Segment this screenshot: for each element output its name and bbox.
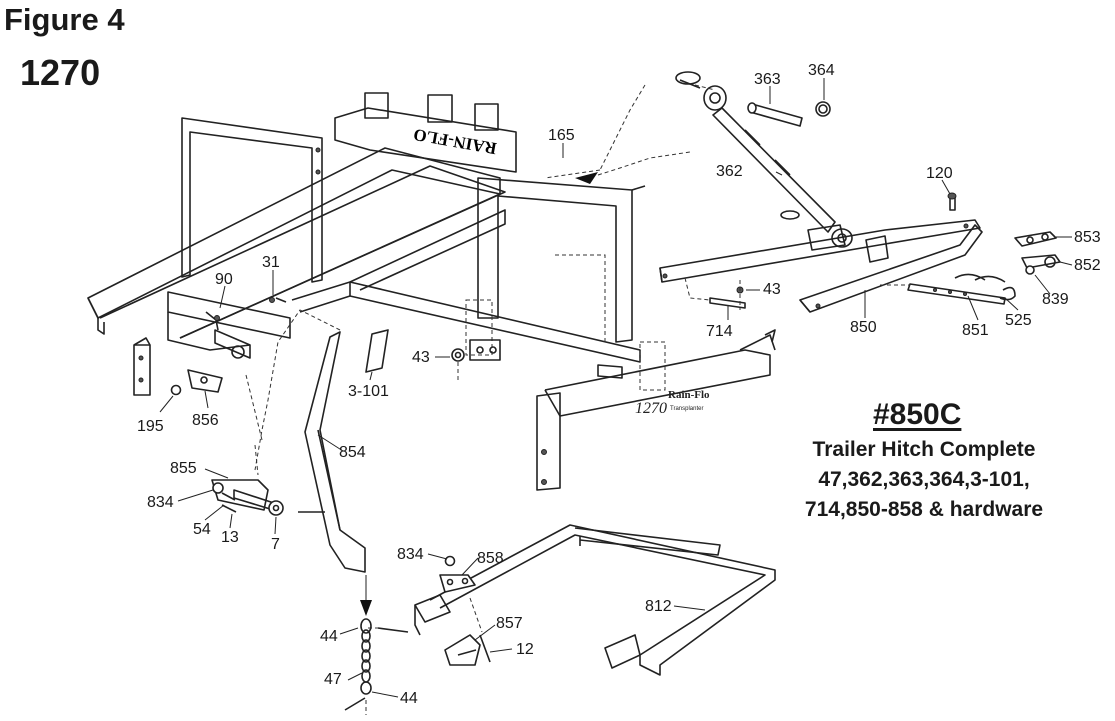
callout-362: 362 bbox=[716, 163, 743, 180]
callout-834-left: 834 bbox=[147, 494, 174, 511]
callout-812: 812 bbox=[645, 598, 672, 615]
callout-120: 120 bbox=[926, 165, 953, 182]
callout-854: 854 bbox=[339, 444, 366, 461]
figure-label: Figure 4 bbox=[4, 2, 125, 37]
side-model: 1270 bbox=[635, 400, 667, 417]
leader-lines bbox=[159, 78, 1073, 698]
callout-525: 525 bbox=[1005, 312, 1032, 329]
callout-195: 195 bbox=[137, 418, 164, 435]
side-brand: Rain-Flo bbox=[668, 389, 710, 401]
kit-parts-line2: 714,850-858 & hardware bbox=[804, 498, 1044, 521]
callout-853: 853 bbox=[1074, 229, 1101, 246]
callout-852: 852 bbox=[1074, 257, 1101, 274]
callout-43-top: 43 bbox=[763, 281, 781, 298]
callout-7: 7 bbox=[271, 536, 280, 553]
hitch-bar-850 bbox=[659, 192, 1061, 313]
callout-44-bottom: 44 bbox=[400, 690, 418, 707]
kit-number: #850C bbox=[873, 398, 962, 431]
callout-13: 13 bbox=[221, 529, 239, 546]
callout-839: 839 bbox=[1042, 291, 1069, 308]
kit-name: Trailer Hitch Complete bbox=[812, 438, 1036, 461]
callout-44-top: 44 bbox=[320, 628, 338, 645]
callout-165: 165 bbox=[548, 127, 575, 144]
callout-90: 90 bbox=[215, 271, 233, 288]
callout-856: 856 bbox=[192, 412, 219, 429]
callout-857: 857 bbox=[496, 615, 523, 632]
model-number: 1270 bbox=[20, 52, 101, 93]
callout-850: 850 bbox=[850, 319, 877, 336]
callout-3-101: 3-101 bbox=[348, 383, 389, 400]
callout-31: 31 bbox=[262, 254, 280, 271]
side-small: Transplanter bbox=[670, 406, 703, 412]
left-hardware bbox=[170, 297, 325, 516]
callout-54: 54 bbox=[193, 521, 211, 538]
main-frame: RAIN-FLO 1270 Rain-Flo Transplanter bbox=[87, 92, 776, 491]
support-stand-812 bbox=[414, 524, 776, 676]
callout-labels: 363 364 165 362 120 853 852 839 525 851 … bbox=[137, 62, 1101, 707]
callout-851: 851 bbox=[962, 322, 989, 339]
callout-12: 12 bbox=[516, 641, 534, 658]
drawbar-854 bbox=[254, 151, 691, 616]
callout-364: 364 bbox=[808, 62, 835, 79]
callout-363: 363 bbox=[754, 71, 781, 88]
callout-834-right: 834 bbox=[397, 546, 424, 563]
top-link-362 bbox=[544, 71, 853, 248]
callout-714: 714 bbox=[706, 323, 733, 340]
callout-43-mid: 43 bbox=[412, 349, 430, 366]
callout-858: 858 bbox=[477, 550, 504, 567]
callout-47: 47 bbox=[324, 671, 342, 688]
safety-chain-47 bbox=[344, 618, 409, 715]
callout-855: 855 bbox=[170, 460, 197, 477]
kit-parts-line1: 47,362,363,364,3-101, bbox=[818, 468, 1030, 491]
